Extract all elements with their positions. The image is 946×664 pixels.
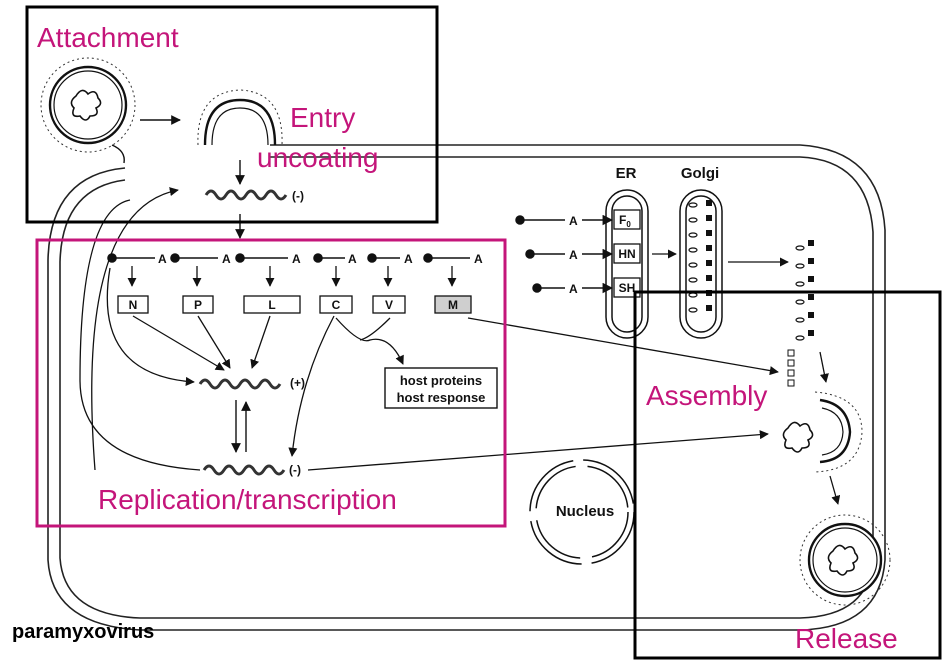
budding-virion [782, 391, 863, 473]
er-mrnas [515, 214, 614, 294]
hn-box [613, 243, 641, 264]
loop-to-genome-top-arrow [91, 187, 179, 471]
stage-label-attachment: Attachment [37, 22, 179, 53]
protein-label-c: C [332, 298, 341, 312]
cell-membrane [47, 144, 886, 631]
antigenome-positive [198, 378, 282, 390]
golgi-apparatus [679, 189, 723, 339]
genome-negative-bottom [202, 464, 286, 476]
protein-label-v: V [385, 298, 393, 312]
loop-to-positive-rna-arrow [106, 267, 195, 386]
sh-label: SH [619, 281, 636, 295]
protein-label-p: P [194, 298, 202, 312]
poly-a-hn: A [569, 248, 578, 262]
stage-label-entry: Entry [290, 102, 355, 133]
f0-label: F0 [619, 213, 631, 229]
poly-a-sh: A [569, 282, 578, 296]
host-response-text: host response [397, 390, 486, 405]
genome-to-assembly-arrow [307, 430, 769, 471]
f0-subscript: 0 [626, 220, 631, 229]
protein-to-rna-arrows [132, 315, 779, 457]
poly-a-c: A [348, 252, 357, 266]
er-label: ER [616, 165, 637, 182]
endoplasmic-reticulum [605, 189, 649, 339]
poly-a-p: A [222, 252, 231, 266]
mrna-row [107, 253, 470, 263]
nucleus-label: Nucleus [556, 503, 614, 520]
poly-a-n: A [158, 252, 167, 266]
attachment-virion [40, 57, 136, 153]
released-virion [799, 514, 891, 606]
bud-to-release-arrow [829, 475, 841, 505]
protein-label-m: M [448, 298, 458, 312]
diagram-caption: paramyxovirus [12, 621, 154, 643]
protein-box-p [182, 295, 214, 314]
translation-arrows [127, 266, 457, 287]
genome-negative-top-label: (-) [292, 189, 304, 203]
membrane-to-bud-arrow [819, 351, 829, 383]
poly-a-m: A [474, 252, 483, 266]
host-proteins-text: host proteins [400, 373, 482, 388]
genome-negative-top [204, 189, 288, 201]
genome-negative-bottom-label: (-) [289, 463, 301, 477]
stage-label-release: Release [795, 623, 898, 654]
poly-a-v: A [404, 252, 413, 266]
antigenome-positive-label: (+) [290, 376, 305, 390]
assembly-release-box [633, 290, 942, 660]
protein-box-m [434, 295, 472, 314]
protein-box-n [117, 295, 149, 314]
replication-box [35, 238, 507, 528]
replication-arrows [231, 400, 251, 453]
stage-label-replication: Replication/transcription [98, 484, 397, 515]
host-response-box: host proteins host response [384, 367, 498, 409]
poly-a-f: A [569, 214, 578, 228]
entry-virion [197, 89, 283, 146]
protein-box-c [319, 295, 353, 314]
poly-a-labels: A A A A A A [158, 252, 483, 266]
protein-box-v [372, 295, 406, 314]
f0-main: F [619, 213, 626, 227]
poly-a-l: A [292, 252, 301, 266]
protein-boxes: N P L C V M [117, 295, 472, 314]
protein-label-l: L [268, 298, 275, 312]
protein-box-l [243, 295, 301, 314]
stage-label-uncoating: uncoating [257, 142, 378, 173]
stage-label-assembly: Assembly [646, 380, 767, 411]
golgi-label: Golgi [681, 165, 719, 182]
membrane-glycoproteins [787, 240, 814, 387]
f0-box [613, 209, 641, 230]
attachment-entry-box [25, 5, 439, 224]
hn-label: HN [618, 247, 635, 261]
attachment-hook [111, 144, 125, 164]
protein-label-n: N [129, 298, 138, 312]
